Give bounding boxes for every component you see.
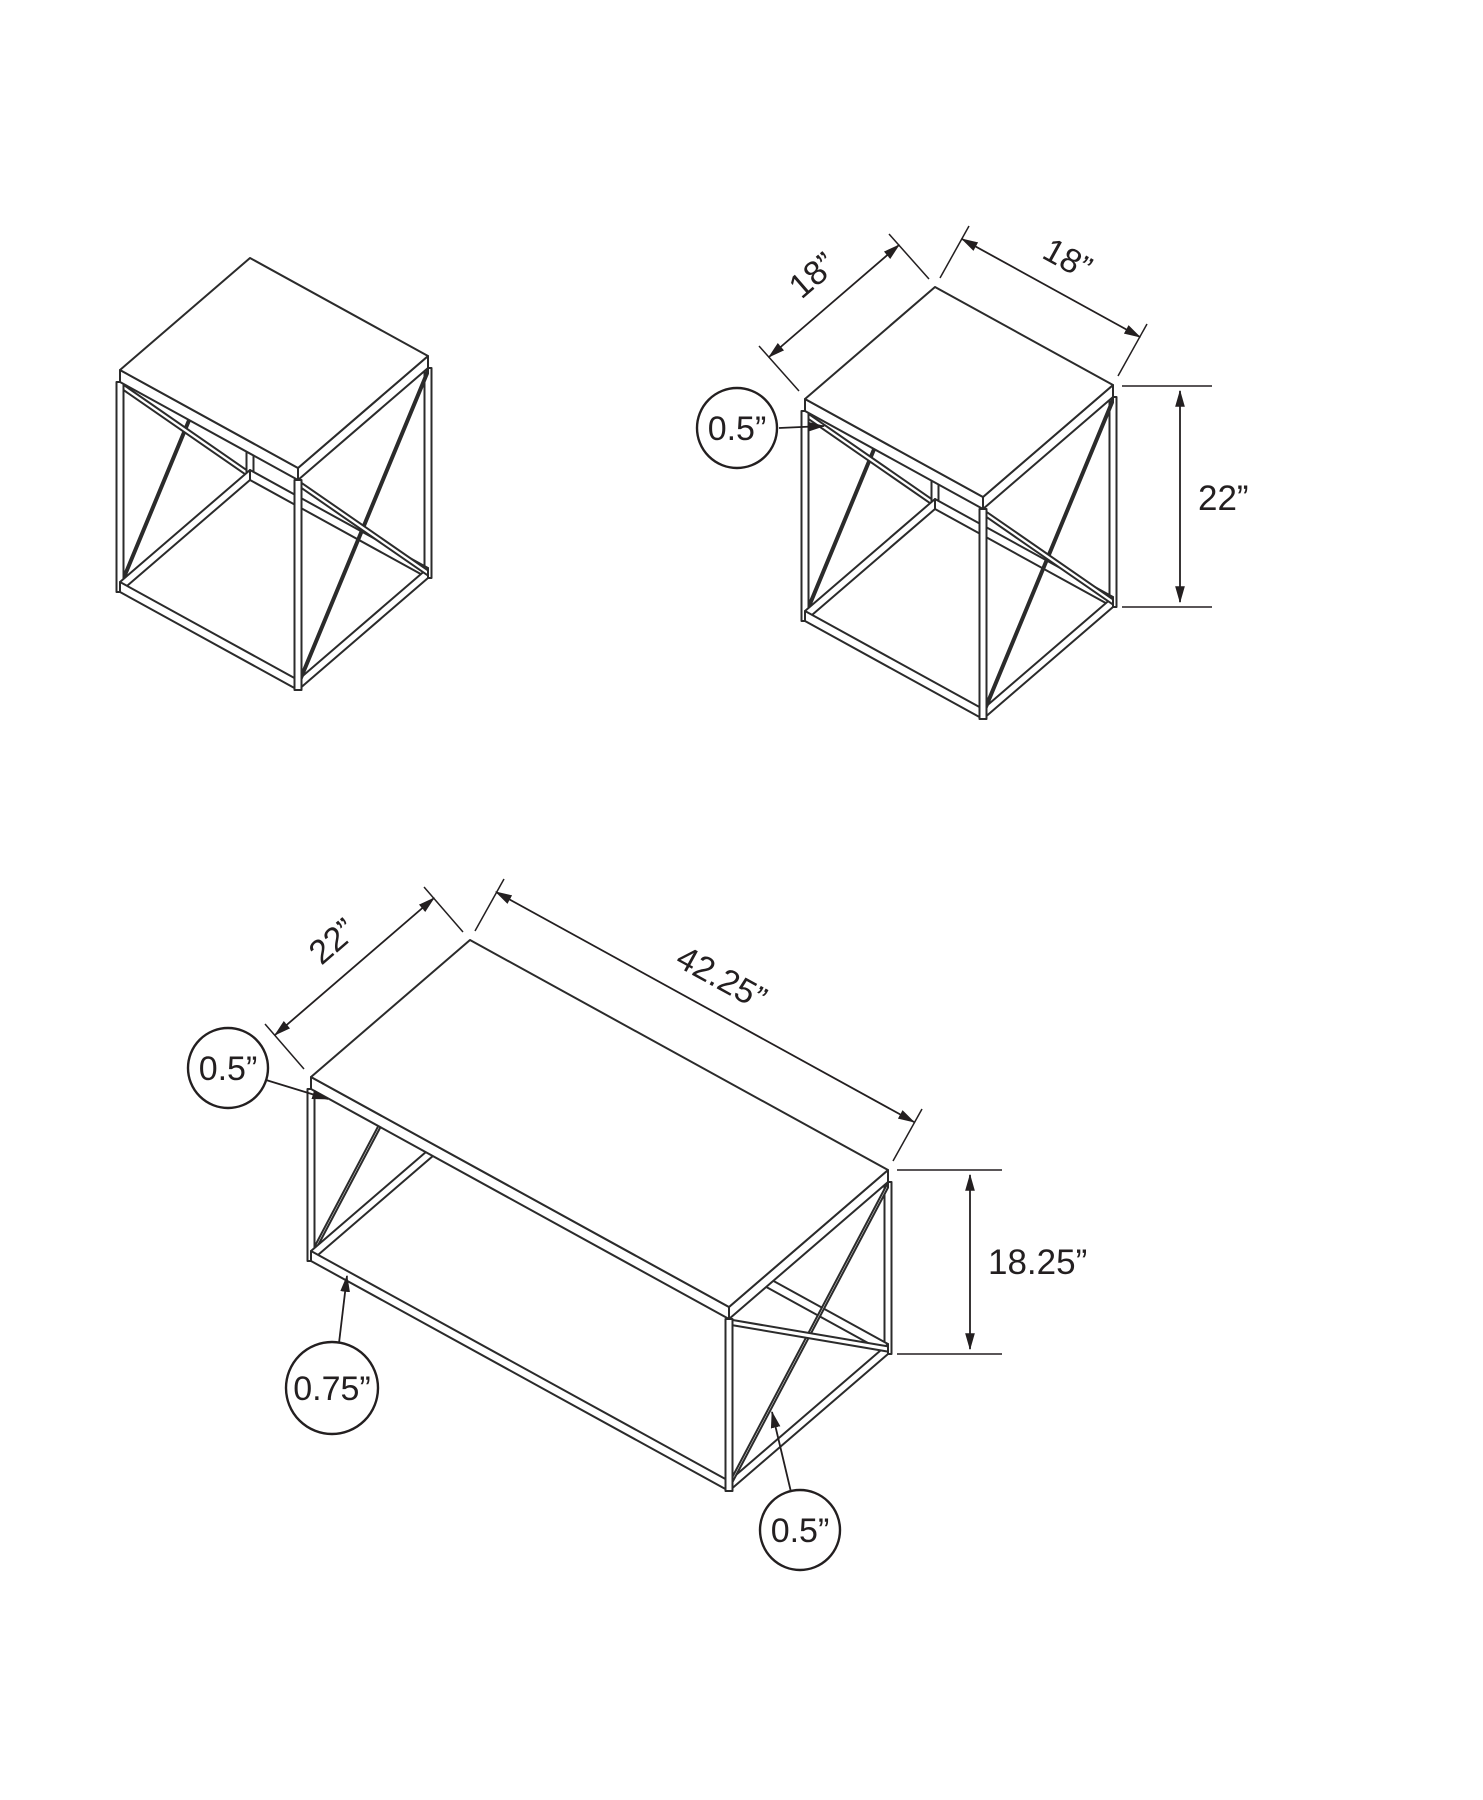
frame-member: [297, 479, 429, 577]
coffee-table-width-label: 42.25”: [670, 938, 773, 1018]
leader-arrow: [265, 1079, 330, 1100]
coffee-table-frame-thickness-label: 0.75”: [293, 1370, 371, 1408]
frame-member: [982, 596, 1114, 720]
coffee-table-frame-thickness-callout: 0.75”: [284, 1274, 380, 1436]
callout-circle: [695, 386, 779, 470]
callout-circle: [758, 1488, 842, 1572]
dimension-arrow: [768, 244, 900, 358]
frame-member: [724, 1318, 734, 1492]
end-table-depth-label: 18”: [782, 245, 844, 306]
coffee-table-top-thickness-callout: 0.5”: [186, 1026, 330, 1110]
extension-line: [758, 345, 800, 392]
extension-line: [423, 886, 464, 933]
coffee-table-brace-thickness-callout: 0.5”: [758, 1410, 842, 1572]
frame-member: [804, 610, 984, 720]
frame-member: [293, 479, 303, 691]
coffee-table-top-thickness-label: 0.5”: [199, 1050, 258, 1088]
dimension-arrow: [274, 897, 435, 1036]
leader-arrow: [338, 1274, 350, 1344]
frame-member: [800, 410, 810, 622]
end-table-dimensioned-drawing: [800, 286, 1118, 720]
frame-member: [728, 1343, 889, 1492]
frame-member: [1108, 396, 1118, 608]
coffee-table-height-dimension: 18.25”: [897, 1169, 1087, 1355]
extension-line: [888, 233, 930, 280]
frame-member: [423, 367, 433, 579]
frame-member: [804, 498, 936, 622]
callout-circle: [284, 1340, 380, 1436]
frame-member: [119, 257, 429, 469]
dimension-arrow: [960, 238, 1142, 338]
end-table-top-thickness-label: 0.5”: [708, 410, 767, 448]
coffee-table-height-label: 18.25”: [988, 1243, 1087, 1282]
frame-member: [297, 567, 429, 691]
extension-line: [474, 878, 505, 932]
coffee-table-depth-label: 22”: [302, 911, 364, 972]
dimension-arrow: [494, 891, 916, 1123]
frame-member: [119, 581, 299, 691]
frame-member: [804, 286, 1114, 498]
end-table-width-label: 18”: [1037, 231, 1098, 288]
coffee-table-drawing: [306, 939, 893, 1492]
frame-member: [306, 1088, 316, 1262]
end-table-plain-drawing: [115, 257, 433, 691]
extension-line: [892, 1108, 923, 1162]
extension-line: [1117, 323, 1148, 377]
frame-member: [978, 508, 988, 720]
frame-member: [249, 469, 429, 579]
coffee-table-brace-thickness-label: 0.5”: [771, 1512, 830, 1550]
end-table-height-label: 22”: [1198, 479, 1249, 518]
frame-member: [883, 1181, 893, 1355]
frame-member: [115, 381, 125, 593]
callout-circle: [186, 1026, 270, 1110]
extension-line: [264, 1023, 305, 1070]
frame-member: [934, 498, 1114, 608]
frame-member: [982, 508, 1114, 606]
end-table-height-dimension: 22”: [1122, 385, 1249, 608]
end-table-top-thickness-callout: 0.5”: [695, 386, 826, 470]
extension-line: [939, 225, 970, 279]
leader-arrow: [778, 421, 826, 432]
leader-arrow: [770, 1410, 792, 1493]
frame-member: [119, 469, 251, 593]
